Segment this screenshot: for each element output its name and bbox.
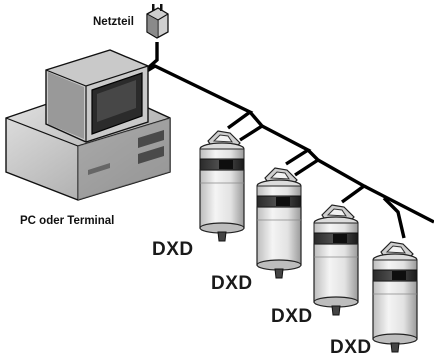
dosing-unit-icon (313, 204, 359, 316)
device-label-4: DXD (330, 337, 372, 356)
device-label-1: DXD (152, 239, 194, 260)
device-label-3: DXD (271, 306, 313, 327)
power-adapter-label: Netzteil (93, 16, 134, 28)
device-label-2: DXD (211, 273, 253, 294)
power-adapter-icon (146, 4, 169, 39)
dosing-unit-icon (372, 241, 418, 353)
dosing-unit-icon (199, 130, 245, 242)
pc-label: PC oder Terminal (20, 215, 114, 227)
desktop-computer-icon (5, 49, 171, 201)
dosing-unit-icon (256, 167, 302, 279)
